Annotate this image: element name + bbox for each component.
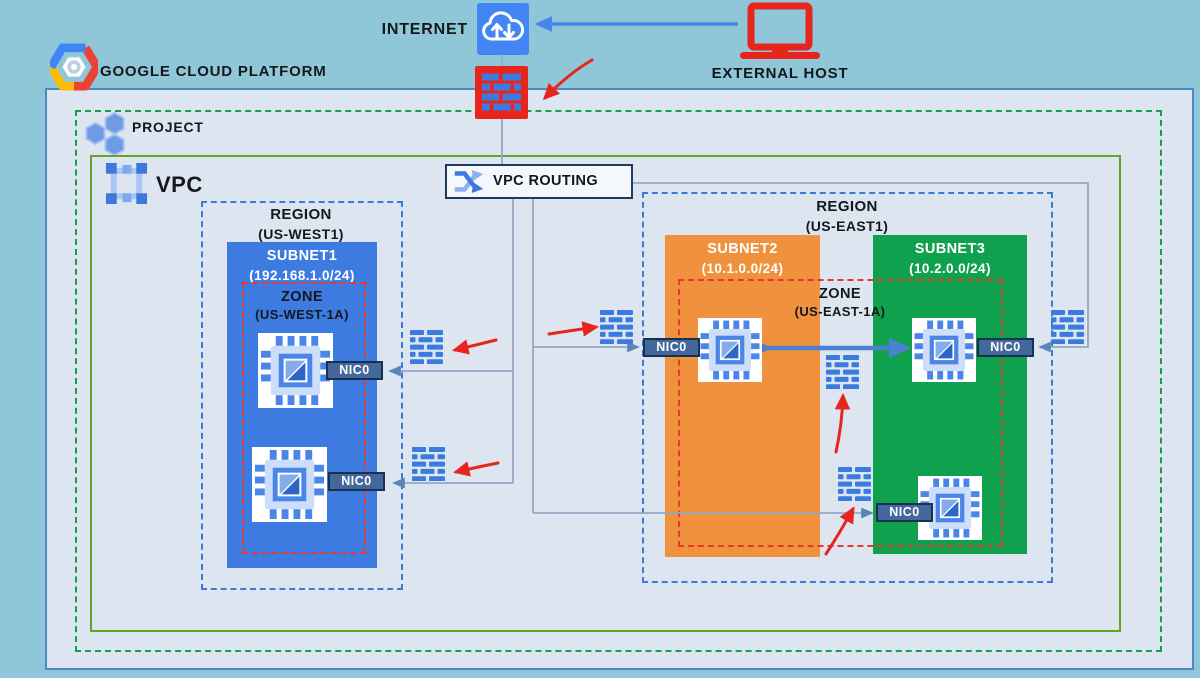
project-hexagons-icon (84, 111, 128, 155)
firewall-icon-west-2 (412, 447, 445, 481)
subnet3-label: SUBNET3(10.2.0.0/24) (909, 241, 991, 276)
region-us-west1-title: REGION(US-WEST1) (258, 206, 344, 242)
vpc-icon (104, 161, 149, 206)
internet-label: INTERNET (381, 21, 468, 38)
gcp-platform-label: GOOGLE CLOUD PLATFORM (100, 63, 327, 80)
region-us-east1-title: REGION(US-EAST1) (805, 198, 889, 234)
compute-engine-icon (252, 447, 327, 522)
nic-label-subnet3-vm: NIC0 (977, 338, 1034, 357)
firewall-icon-east-entry (600, 310, 633, 344)
vpc-routing-node: VPC ROUTING (445, 164, 633, 199)
routing-arrows-icon (453, 168, 485, 195)
vpc-routing-label: VPC ROUTING (493, 173, 599, 190)
nic-label-west-vm2: NIC0 (328, 472, 385, 491)
nic-label-subnet3-bottom-vm: NIC0 (876, 503, 933, 522)
perimeter-firewall-icon (475, 66, 528, 119)
firewall-icon-bottom (838, 467, 871, 501)
firewall-icon-inter-subnet (826, 355, 859, 389)
nic-label-west-vm1: NIC0 (326, 361, 383, 380)
subnet1-label: SUBNET1(192.168.1.0/24) (249, 248, 355, 283)
vm-subnet2 (698, 318, 762, 382)
firewall-icon-east-right (1051, 310, 1084, 344)
external-host-label: EXTERNAL HOST (711, 65, 849, 82)
firewall-icon-west-1 (410, 330, 443, 364)
zone-us-west-1a-title: ZONE(US-WEST-1A) (255, 289, 349, 322)
vm-west-2 (252, 447, 327, 522)
project-boundary-box (75, 110, 1162, 652)
region-us-west1-box (201, 201, 403, 590)
gcp-logo (50, 43, 98, 91)
zone-us-east-1a-title: ZONE(US-EAST-1A) (794, 286, 886, 319)
subnet2-label: SUBNET2(10.1.0.0/24) (701, 241, 784, 276)
vm-west-1 (258, 333, 333, 408)
compute-engine-icon (698, 318, 762, 382)
vpc-boundary-box (90, 155, 1121, 632)
internet-cloud-icon (477, 3, 529, 55)
nic-label-subnet2-vm: NIC0 (643, 338, 700, 357)
project-label: PROJECT (132, 119, 204, 135)
external-host-laptop-icon (738, 2, 822, 60)
zone-us-west-1a-box (242, 282, 366, 554)
compute-engine-icon (258, 333, 333, 408)
vpc-label: VPC (156, 172, 203, 197)
compute-engine-icon (912, 318, 976, 382)
vm-subnet3 (912, 318, 976, 382)
